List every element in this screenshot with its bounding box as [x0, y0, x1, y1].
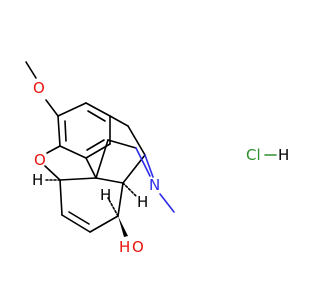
- bond-c5-c6: [59, 179, 63, 216]
- bond-o-ether-c5: [44, 165, 61, 181]
- atom-label-amine-n: N: [149, 176, 160, 194]
- bond-ar-5: [59, 145, 87, 159]
- bond-methyl-o: [25, 61, 37, 79]
- bond-c15-c16: [107, 139, 137, 149]
- salt-label-cl: Cl: [246, 146, 261, 164]
- wedge-bond-c8-oh: [118, 216, 128, 237]
- bond-ar-2: [85, 102, 111, 117]
- bond-c6-c7: [61, 214, 91, 233]
- bond-ar-6-inner: [64, 120, 67, 142]
- bond-ar-1: [57, 102, 87, 117]
- bond-ar-o-ether: [46, 145, 61, 154]
- bond-c10-c9: [127, 125, 146, 156]
- bond-n-methyl: [159, 193, 175, 213]
- bond-c13-ar: [85, 157, 97, 179]
- stereo-bond-c8: [107, 197, 119, 217]
- bond-c16-n: [135, 147, 151, 177]
- bond-c14-c13: [95, 177, 124, 184]
- bond-c13-c15: [95, 139, 109, 179]
- bond-ar-4-inner: [86, 139, 105, 151]
- chemical-structure: O O O H N H H H Cl H: [25, 61, 289, 256]
- atom-label-hydroxyl-o: O: [132, 238, 144, 256]
- bond-ar-c10: [109, 115, 129, 127]
- bond-o-aryl: [45, 99, 59, 117]
- bond-c5-c13: [59, 177, 97, 181]
- stereo-bond-c14: [122, 182, 137, 197]
- salt-label-h: H: [278, 146, 289, 164]
- bond-c9-n: [144, 154, 154, 178]
- atom-label-stereo-h-a: H: [32, 171, 43, 189]
- atom-label-stereo-h-c: H: [100, 186, 111, 204]
- bond-c8-c14: [117, 182, 124, 217]
- bond-c6-c7-inner: [68, 211, 90, 225]
- atom-label-stereo-h-b: H: [137, 193, 148, 211]
- atom-label-hydroxyl-h: H: [119, 238, 130, 256]
- atom-label-methoxy-o: O: [33, 79, 45, 97]
- bond-ar-2-inner: [87, 110, 106, 122]
- bond-c7-c8: [89, 215, 119, 233]
- bond-ar-6: [57, 115, 61, 147]
- atom-label-ether-o: O: [34, 151, 46, 169]
